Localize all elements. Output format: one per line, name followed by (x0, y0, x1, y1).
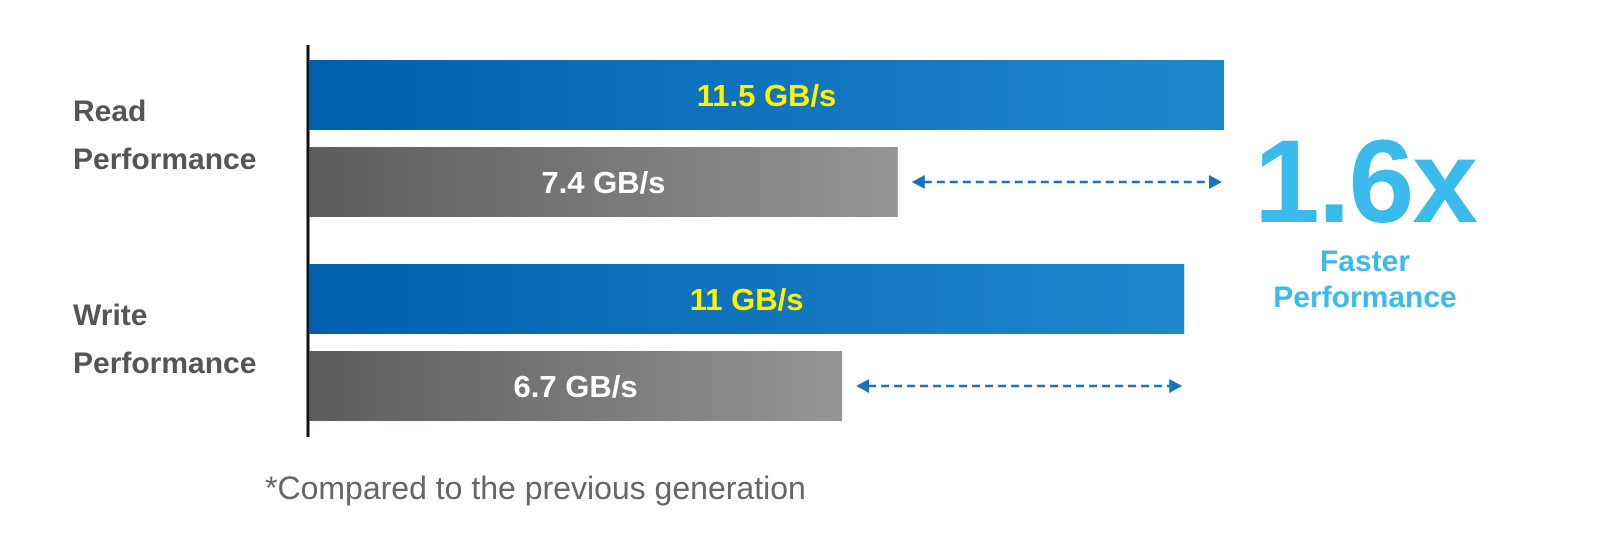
category-label-line: Performance (73, 143, 257, 176)
category-label-line: Performance (73, 347, 257, 380)
bar-new (309, 264, 1185, 334)
speedup-caption-line2: Performance (1273, 281, 1457, 314)
arrow-head-right-icon (1169, 379, 1183, 393)
bar-new (309, 60, 1224, 130)
bar-previous (309, 351, 843, 421)
arrow-head-right-icon (1209, 175, 1222, 189)
category-label-read: Read Performance (73, 88, 256, 184)
speedup-caption-line1: Faster (1319, 245, 1411, 278)
arrow-head-left-icon (856, 379, 870, 393)
bar-value-label: 7.4 GB/s (541, 165, 665, 200)
bar-value-label: 11 GB/s (690, 282, 804, 317)
arrow-head-left-icon (911, 175, 925, 189)
bar-value-label: 11.5 GB/s (697, 78, 837, 113)
speedup-value: 1.6x (1254, 116, 1478, 248)
category-label-write: Write Performance (73, 292, 256, 388)
bar-previous (309, 147, 898, 217)
category-label-line: Read (73, 95, 147, 128)
bar-value-label: 6.7 GB/s (514, 369, 638, 404)
footnote: *Compared to the previous generation (265, 470, 806, 506)
category-label-line: Write (73, 299, 148, 332)
